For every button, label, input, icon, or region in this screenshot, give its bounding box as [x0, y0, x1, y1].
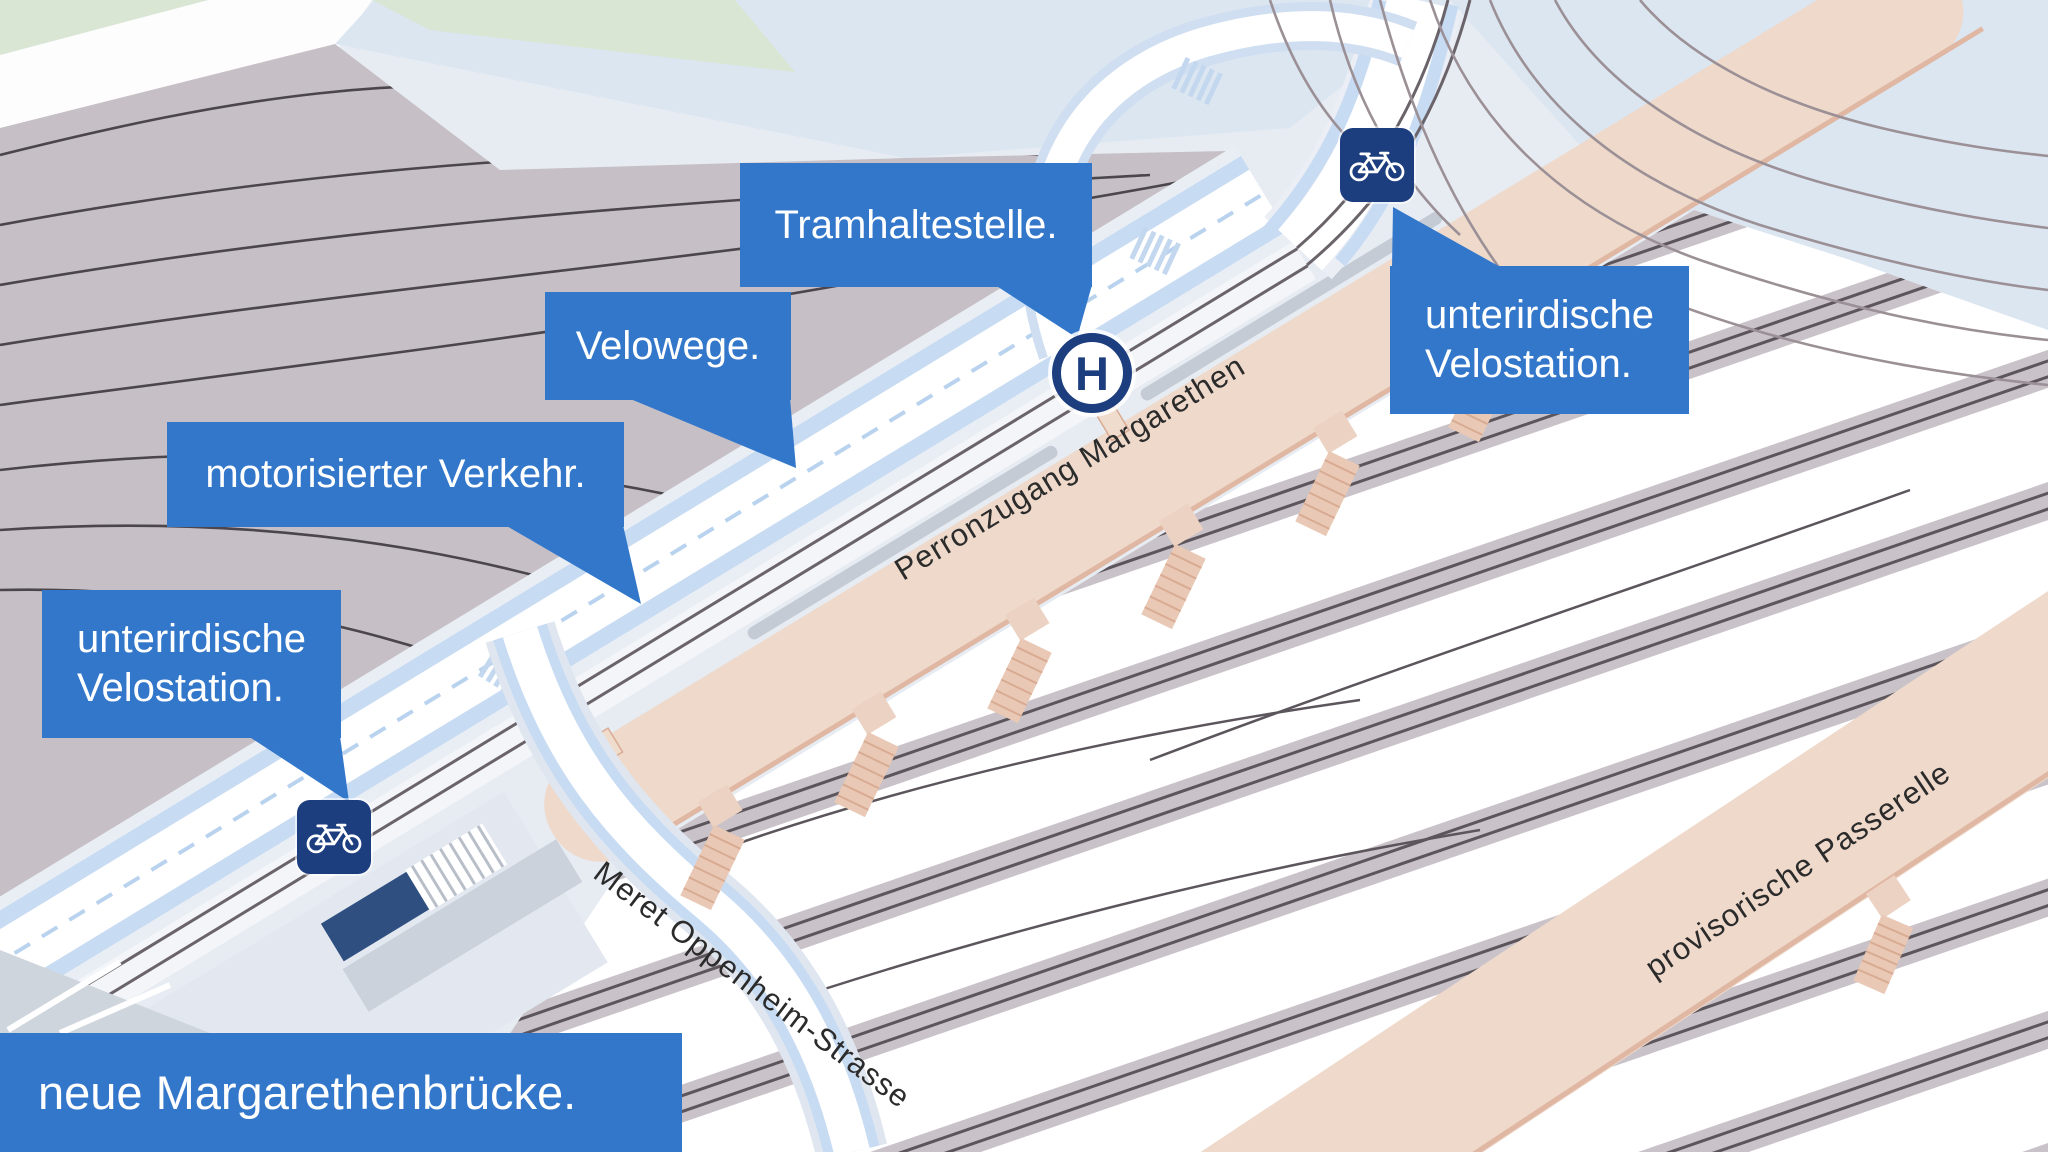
callout-velowege: Velowege.	[545, 292, 791, 400]
bicycle-icon	[1340, 128, 1414, 202]
bicycle-icon	[297, 800, 371, 874]
velostation-entrance	[320, 869, 434, 962]
bicycle-glyph	[306, 823, 362, 854]
walkway-stairs	[680, 316, 1513, 911]
tram-stop-letter: H	[1075, 346, 1109, 400]
callout-neue-margarethenbruecke: neue Margarethenbrücke.	[0, 1033, 682, 1152]
elevator-box	[1096, 405, 1131, 442]
perron-walkway	[544, 0, 1964, 862]
callout-velostation-right: unterirdische Velostation.	[1390, 266, 1689, 414]
tram-platform-strip	[747, 445, 1058, 640]
bike-lane-south	[0, 217, 1287, 1058]
callout-tramhaltestelle: Tramhaltestelle.	[740, 163, 1092, 287]
callout-velostation-left: unterirdische Velostation.	[42, 590, 341, 738]
tram-stop-icon: H	[1052, 333, 1132, 413]
white-band	[0, 0, 372, 130]
bicycle-glyph	[1349, 151, 1405, 182]
roof-building	[0, 950, 215, 1036]
tram-platform-strip	[1140, 212, 1442, 401]
green-area-top	[372, 0, 795, 72]
callout-motorisierter-verkehr: motorisierter Verkehr.	[167, 422, 624, 527]
green-area-left	[0, 0, 208, 55]
passerelle	[1123, 474, 2048, 1152]
